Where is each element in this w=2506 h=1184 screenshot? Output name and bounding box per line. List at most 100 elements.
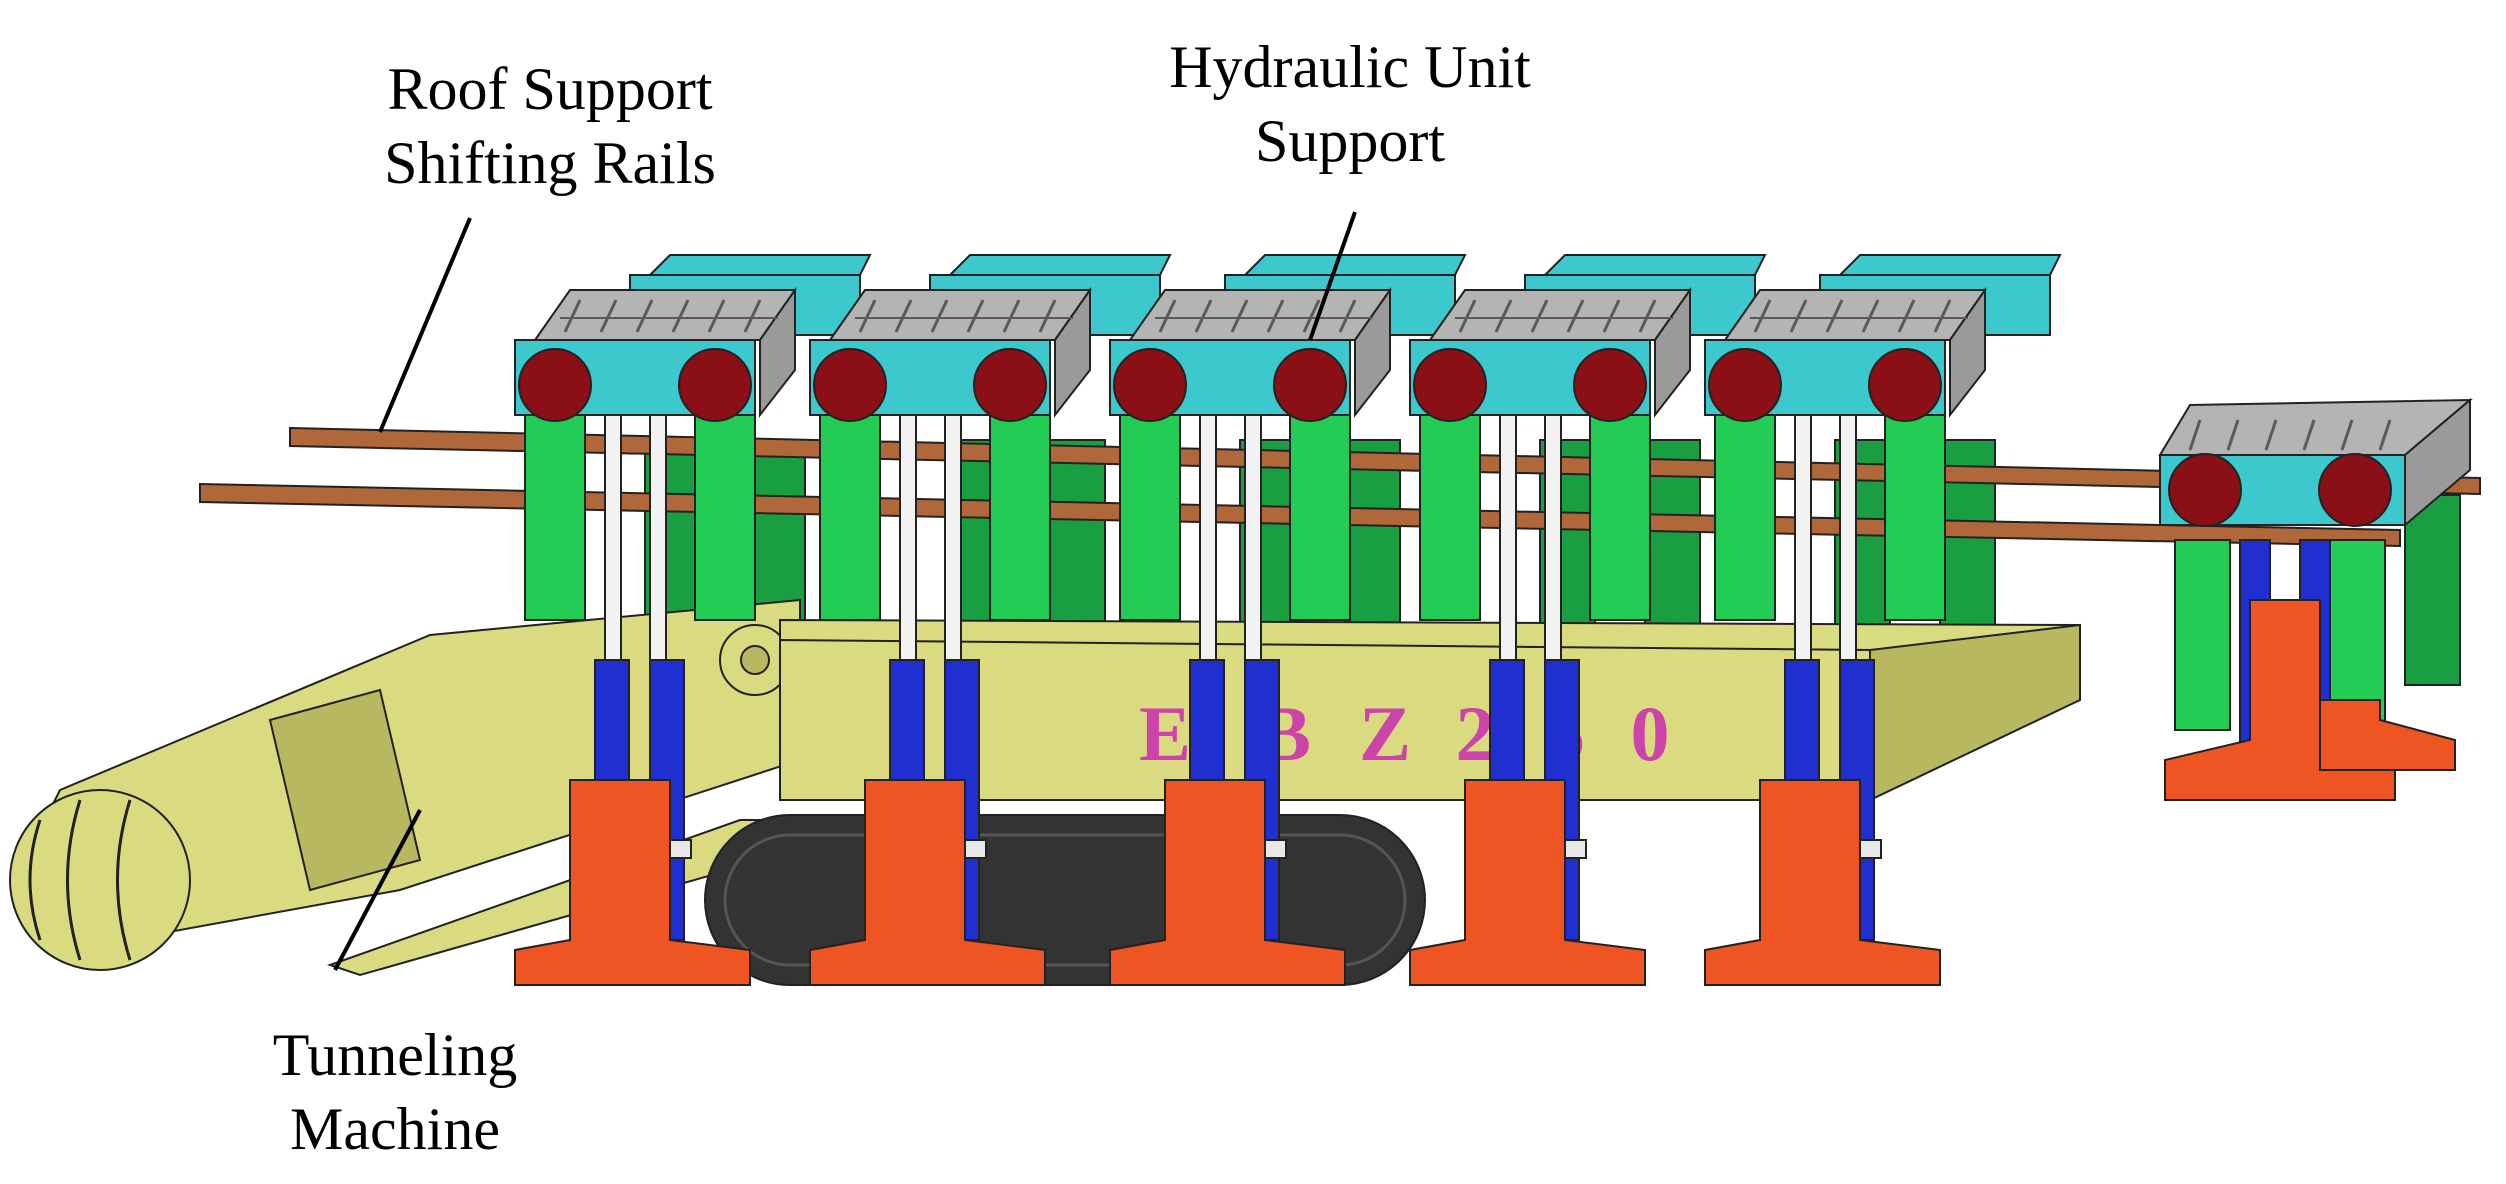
leader-tunneling-machine — [333, 809, 422, 971]
beam-slot — [1302, 299, 1321, 333]
back-leg — [1049, 439, 1106, 641]
boom-pivot-pin — [740, 645, 770, 675]
leader-hydraulic-unit — [1308, 211, 1357, 341]
beam-slot — [635, 299, 654, 333]
roof-beam-side — [1654, 286, 1691, 418]
cutter-ring — [116, 799, 132, 961]
machine-marking-char: Z — [1359, 690, 1411, 777]
front-leg — [1419, 394, 1481, 621]
back-canopy-top — [1242, 254, 1467, 276]
right-leg-back — [2404, 494, 2461, 686]
beam-slot — [1158, 299, 1177, 333]
beam-slot — [563, 299, 582, 333]
beam-slot — [2188, 419, 2202, 451]
beam-slot — [894, 299, 913, 333]
orange-base-foot — [514, 779, 751, 986]
back-canopy-top — [947, 254, 1172, 276]
front-leg — [1884, 394, 1946, 621]
beam-slot — [599, 299, 618, 333]
beam-slot — [1825, 299, 1844, 333]
orange-base-foot — [1409, 779, 1646, 986]
beam-slot — [2302, 419, 2316, 451]
front-leg — [694, 394, 756, 621]
back-canopy-top — [647, 254, 872, 276]
beam-slot — [2378, 419, 2392, 451]
piston-rod — [1199, 394, 1217, 666]
front-support-unit — [1409, 286, 1692, 986]
piston-rod — [1544, 394, 1562, 666]
leader-roof-support — [378, 217, 472, 433]
beam-slot — [858, 299, 877, 333]
right-pin — [2318, 453, 2392, 527]
roof-beam-side — [1949, 286, 1986, 418]
label-hydraulic-unit-support: Hydraulic Unit Support — [1120, 30, 1580, 178]
front-leg — [989, 394, 1051, 621]
beam-slot — [1266, 299, 1285, 333]
beam-slot — [1933, 299, 1952, 333]
right-base-back — [2319, 699, 2456, 771]
beam-slot — [1753, 299, 1772, 333]
hydraulic-pin — [1573, 348, 1647, 422]
beam-slot — [2226, 419, 2240, 451]
beam-slot — [1602, 299, 1621, 333]
back-canopy-top — [1837, 254, 2062, 276]
front-support-unit — [809, 286, 1092, 986]
beam-slot — [1002, 299, 1021, 333]
front-leg — [1289, 394, 1351, 621]
orange-base-foot — [1704, 779, 1941, 986]
roof-beam-side — [1054, 286, 1091, 418]
label-tunneling-machine: Tunneling Machine — [230, 1018, 560, 1166]
beam-slot — [966, 299, 985, 333]
beam-slot — [2340, 419, 2354, 451]
beam-slot — [1494, 299, 1513, 333]
cutter-head — [9, 789, 191, 971]
label-roof-line1: Roof Support — [387, 56, 713, 122]
beam-slot — [1638, 299, 1657, 333]
beam-slot — [1566, 299, 1585, 333]
right-support-unit — [2158, 397, 2473, 801]
machine-marking-char: E — [1139, 690, 1191, 777]
beam-slot — [1861, 299, 1880, 333]
right-roof-side — [2404, 397, 2471, 528]
piston-rod — [604, 394, 622, 666]
beam-slot — [1789, 299, 1808, 333]
beam-slot — [1038, 299, 1057, 333]
label-hydraulic-line1: Hydraulic Unit — [1169, 34, 1531, 100]
chassis-front — [779, 638, 1871, 801]
front-leg — [1589, 394, 1651, 621]
machine-marking-char: 0 — [1631, 690, 1670, 777]
front-leg — [1714, 394, 1776, 621]
label-roof-support-shifting-rails: Roof Support Shifting Rails — [330, 52, 770, 200]
beam-slot — [1338, 299, 1357, 333]
label-tunneling-line1: Tunneling — [272, 1022, 518, 1088]
back-canopy-top — [1542, 254, 1767, 276]
label-roof-line2: Shifting Rails — [384, 130, 716, 196]
beam-slot — [1194, 299, 1213, 333]
piston-rod — [1499, 394, 1517, 666]
hydraulic-pin — [678, 348, 752, 422]
piston-rod — [1244, 394, 1262, 666]
right-leg — [2329, 539, 2386, 731]
beam-slot — [1530, 299, 1549, 333]
piston-rod — [649, 394, 667, 666]
piston-rod — [1794, 394, 1812, 666]
orange-base-foot — [809, 779, 1046, 986]
hydraulic-pin — [518, 348, 592, 422]
front-leg — [819, 394, 881, 621]
roof-beam-side — [759, 286, 796, 418]
beam-slot — [1230, 299, 1249, 333]
beam-slot — [2264, 419, 2278, 451]
roof-beam-side — [1354, 286, 1391, 418]
hydraulic-pin — [813, 348, 887, 422]
beam-slot — [1897, 299, 1916, 333]
cutter-ring — [66, 799, 82, 961]
orange-base-foot — [1109, 779, 1346, 986]
label-hydraulic-line2: Support — [1254, 108, 1446, 174]
front-leg — [1119, 394, 1181, 621]
front-layer — [514, 286, 1987, 986]
front-support-unit — [514, 286, 797, 986]
right-pin — [2168, 453, 2242, 527]
back-leg — [1344, 439, 1401, 641]
